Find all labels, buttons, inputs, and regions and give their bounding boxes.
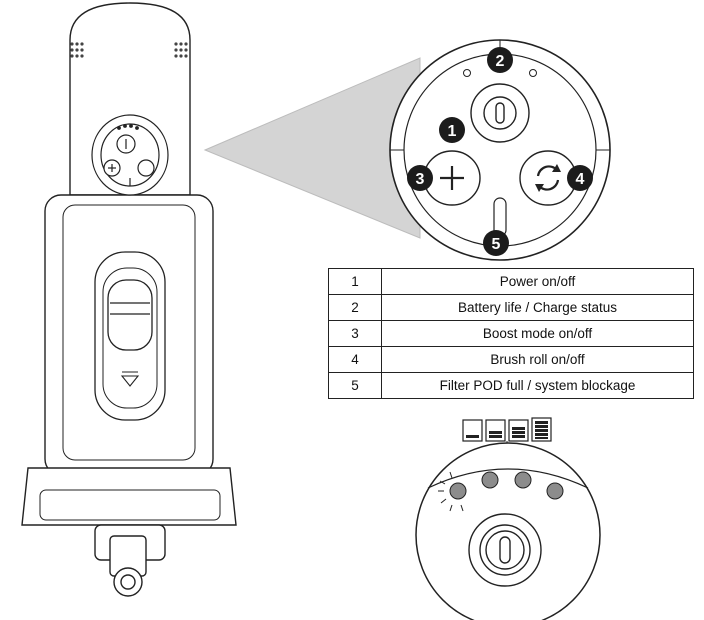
battery-led-1 [449,482,467,500]
legend-table: 1 Power on/off 2 Battery life / Charge s… [328,268,694,399]
vent-dots-left [70,42,84,58]
legend-label: Brush roll on/off [381,346,694,373]
battery-detail-panel [415,442,601,620]
legend-label: Power on/off [381,268,694,295]
battery-icon [508,419,529,442]
callout-3: 3 [407,165,433,191]
battery-led-2 [481,471,499,489]
handle-control-panel [91,114,169,196]
legend-number: 2 [328,294,382,321]
callouts: 2 1 3 4 5 [407,47,593,256]
svg-text:5: 5 [492,236,501,253]
legend-label: Battery life / Charge status [381,294,694,321]
legend-label: Filter POD full / system blockage [381,372,694,399]
battery-led-3 [514,471,532,489]
led-glow-icon [438,471,464,512]
callout-1: 1 [439,117,465,143]
legend-number: 1 [328,268,382,295]
callout-2: 2 [487,47,513,73]
zoom-wedge [203,57,421,239]
callout-4: 4 [567,165,593,191]
down-triangle-icon [120,375,140,387]
vent-dots-right [174,42,188,58]
svg-text:2: 2 [496,53,505,70]
battery-led-4 [546,482,564,500]
release-slider [94,251,166,421]
svg-text:1: 1 [448,123,457,140]
legend-label: Boost mode on/off [381,320,694,347]
legend-row: 5 Filter POD full / system blockage [328,372,694,399]
magnified-panel [389,39,611,261]
legend-number: 5 [328,372,382,399]
callout-5: 5 [483,230,509,256]
svg-text:3: 3 [416,171,425,188]
power-icon [470,83,530,143]
battery-icon [531,417,552,442]
battery-icon [462,419,483,442]
svg-text:4: 4 [576,171,585,188]
legend-row: 2 Battery life / Charge status [328,294,694,321]
legend-row: 3 Boost mode on/off [328,320,694,347]
legend-row: 4 Brush roll on/off [328,346,694,373]
power-icon [468,513,542,587]
legend-number: 4 [328,346,382,373]
battery-icon [485,419,506,442]
refresh-icon [519,150,577,206]
legend-number: 3 [328,320,382,347]
legend-row: 1 Power on/off [328,268,694,295]
battery-level-icons [462,417,552,442]
